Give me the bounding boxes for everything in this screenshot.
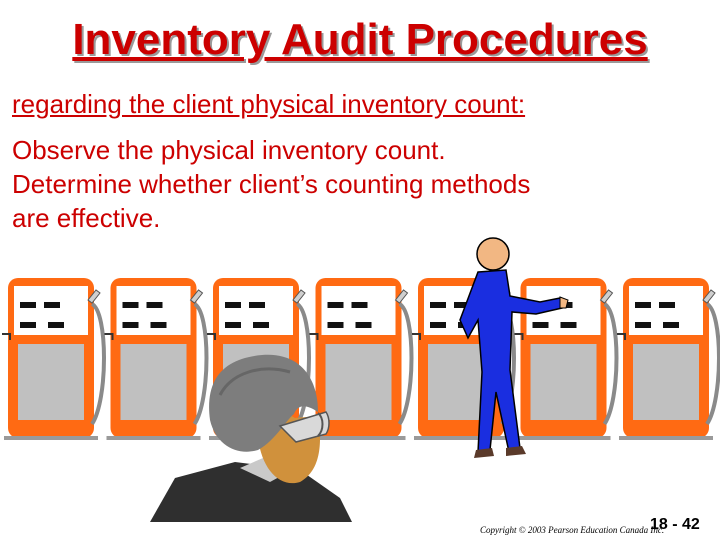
slide-subtitle: regarding the client physical inventory …	[12, 89, 526, 119]
body-line: are effective.	[12, 203, 161, 233]
gas-pump	[617, 278, 720, 440]
copyright-notice: Copyright © 2003 Pearson Education Canad…	[480, 525, 665, 535]
gas-pump	[104, 278, 209, 440]
gas-pump	[2, 278, 106, 440]
body-line: Determine whether client’s counting meth…	[12, 169, 531, 199]
counter-figure	[459, 237, 569, 458]
slide-number: 18 - 42	[650, 516, 700, 533]
body-line: Observe the physical inventory count.	[12, 135, 446, 165]
body-text: Observe the physical inventory count. De…	[12, 133, 712, 235]
auditor-figure	[150, 354, 352, 522]
gas-pump-row	[2, 278, 720, 440]
slide-title: Inventory Audit Procedures	[72, 15, 648, 64]
gas-pump	[514, 278, 619, 440]
gas-pump	[309, 278, 414, 440]
